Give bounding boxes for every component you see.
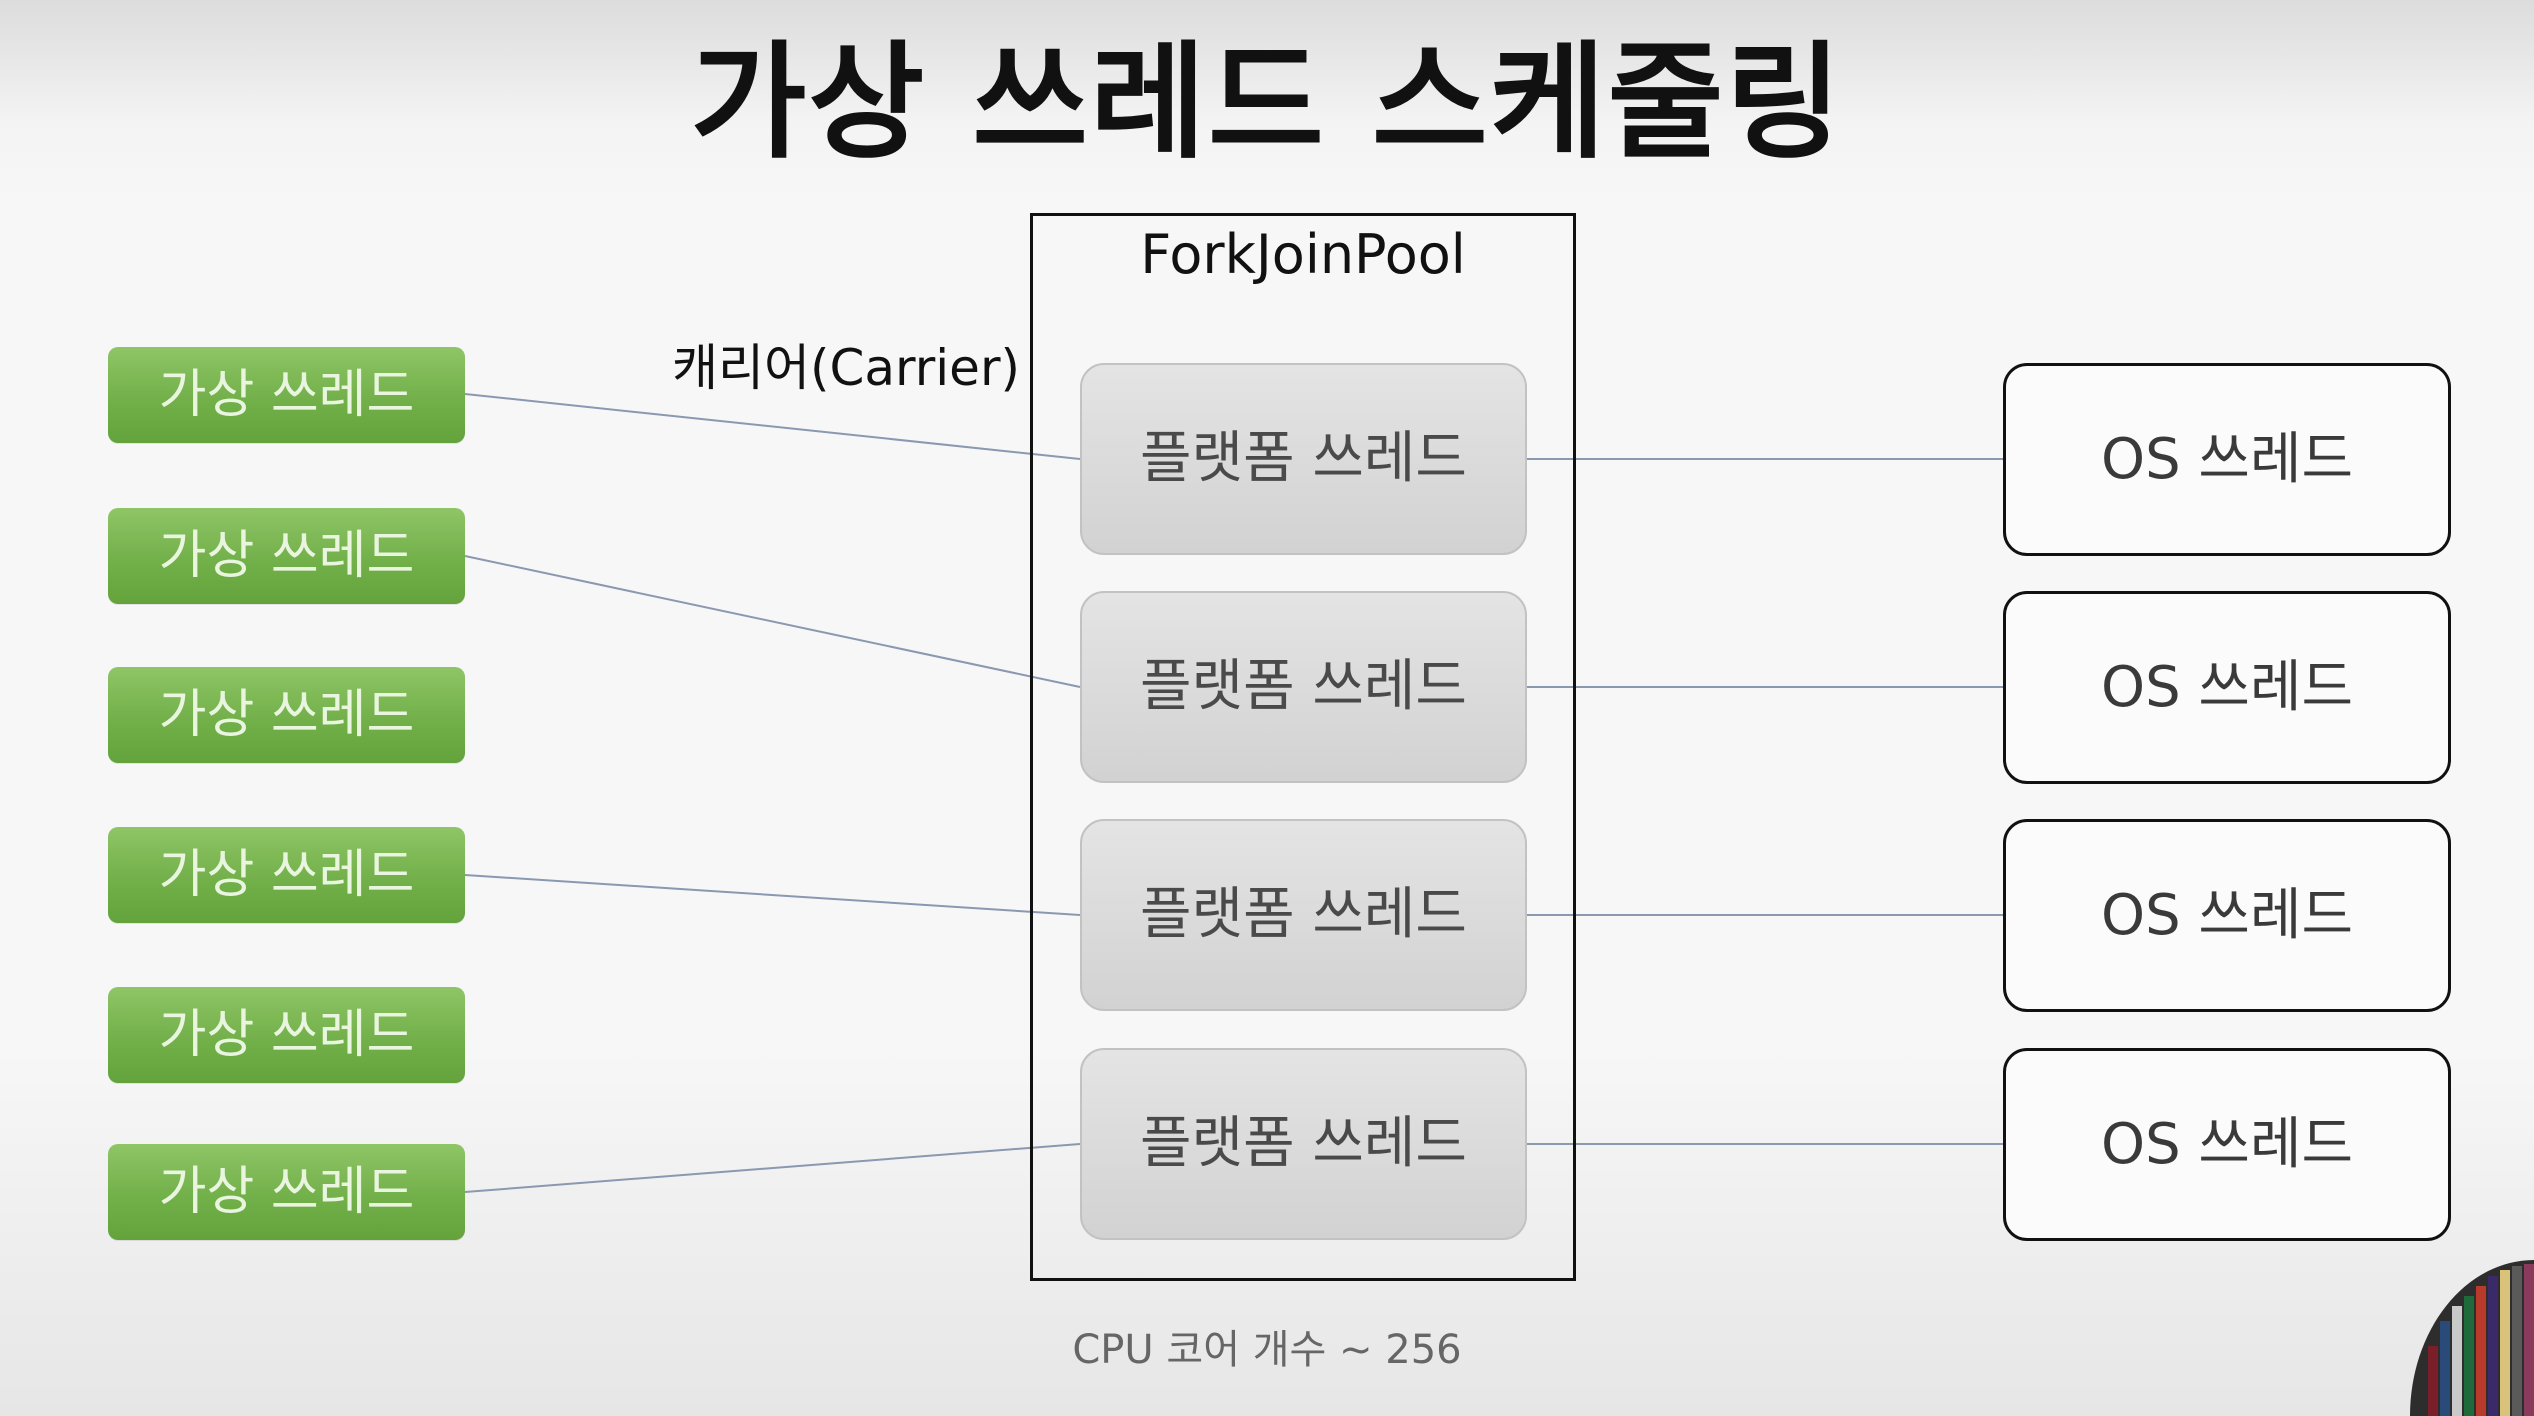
virtual-thread-3: 가상 쓰레드: [108, 667, 465, 763]
os-thread-2: OS 쓰레드: [2003, 591, 2451, 784]
virtual-thread-1: 가상 쓰레드: [108, 347, 465, 443]
os-thread-1: OS 쓰레드: [2003, 363, 2451, 556]
carrier-label: 캐리어(Carrier): [672, 339, 1021, 397]
vt1-to-pt1-connector: [464, 393, 1081, 460]
forkjoinpool-label: ForkJoinPool: [1140, 223, 1466, 286]
virtual-thread-5: 가상 쓰레드: [108, 987, 465, 1083]
vt6-to-pt4-connector: [464, 1143, 1081, 1193]
platform-thread-4: 플랫폼 쓰레드: [1080, 1048, 1527, 1240]
os-thread-4: OS 쓰레드: [2003, 1048, 2451, 1241]
vt2-to-pt2-connector: [464, 555, 1081, 688]
vt4-to-pt3-connector: [464, 874, 1081, 916]
os-thread-3: OS 쓰레드: [2003, 819, 2451, 1012]
forkjoinpool-box: [1030, 213, 1576, 1281]
platform-thread-1: 플랫폼 쓰레드: [1080, 363, 1527, 555]
virtual-thread-4: 가상 쓰레드: [108, 827, 465, 923]
slide-title: 가상 쓰레드 스케줄링: [690, 29, 1844, 176]
virtual-thread-2: 가상 쓰레드: [108, 508, 465, 604]
platform-thread-3: 플랫폼 쓰레드: [1080, 819, 1527, 1011]
platform-thread-2: 플랫폼 쓰레드: [1080, 591, 1527, 783]
cpu-core-count-note: CPU 코어 개수 ~ 256: [1072, 1327, 1462, 1373]
virtual-thread-6: 가상 쓰레드: [108, 1144, 465, 1240]
